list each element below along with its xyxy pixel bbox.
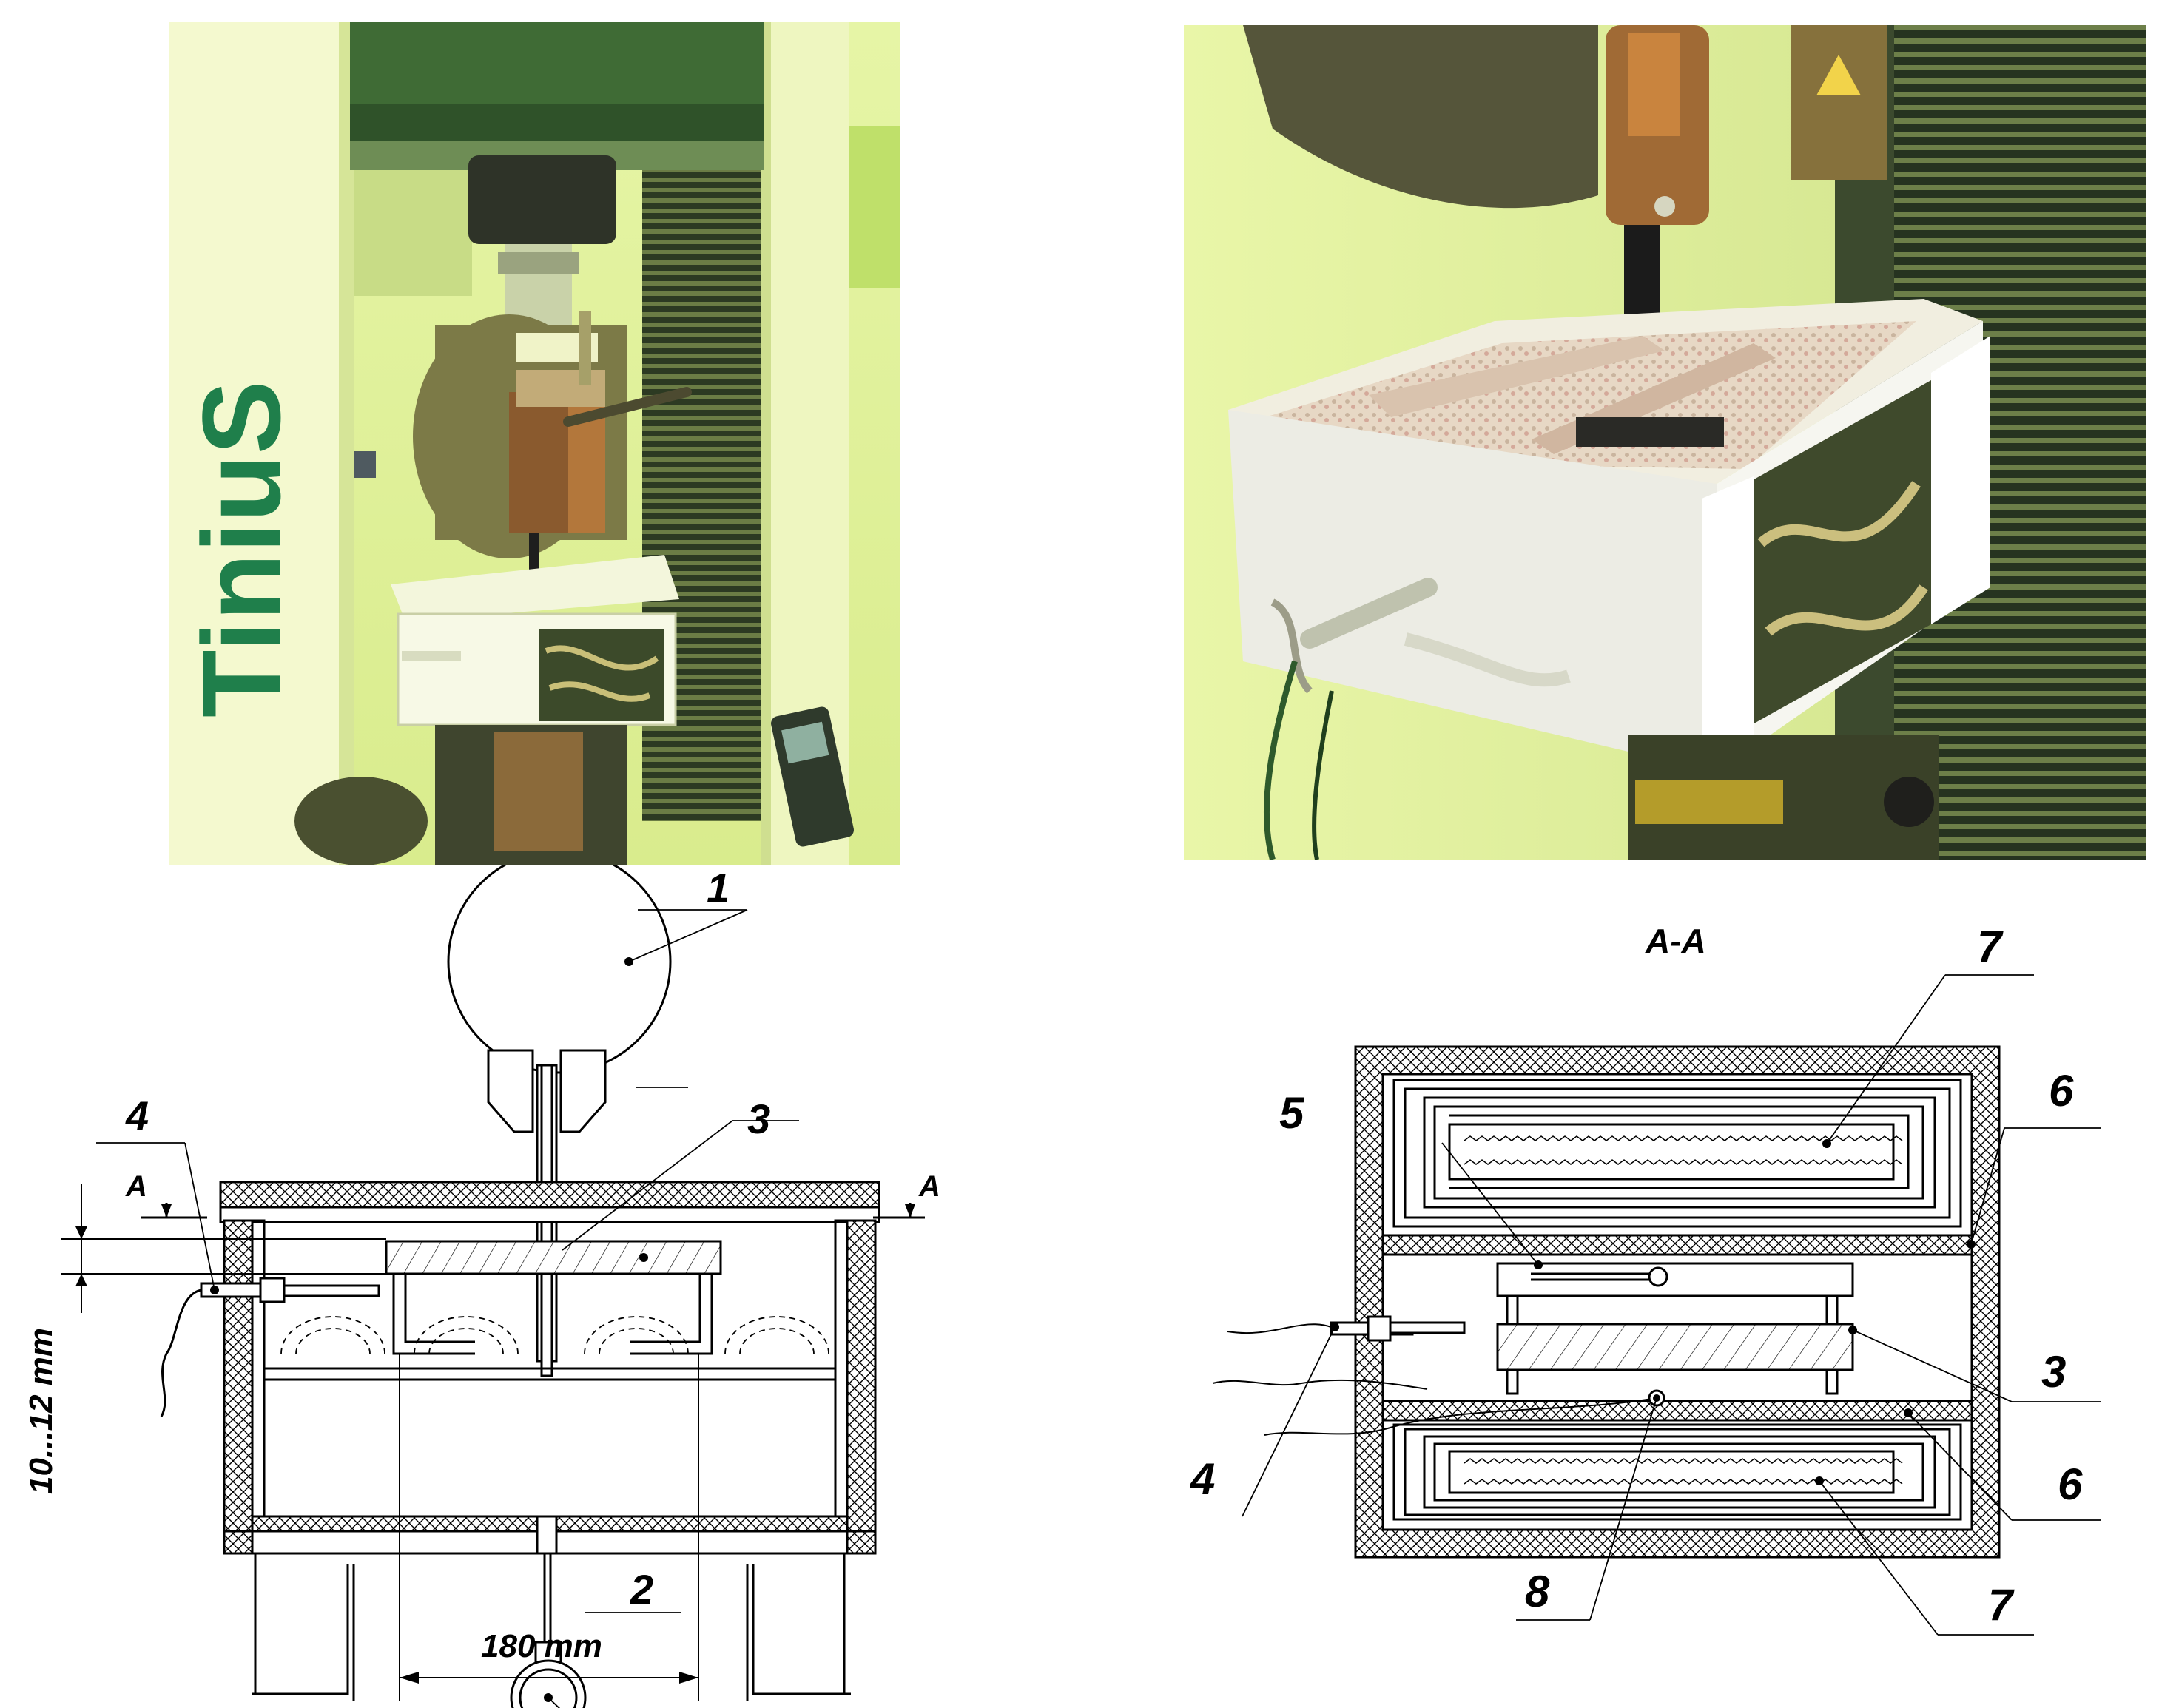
label-6-bottom: 6	[2058, 1459, 2083, 1509]
photo-chamber-closeup-image	[1184, 25, 2146, 860]
photo-test-machine: TiniuS	[169, 22, 900, 865]
dimension-gap: 10...12 mm	[23, 1328, 59, 1494]
label-1: 1	[707, 865, 730, 911]
photo-test-machine-image: TiniuS	[169, 22, 900, 865]
label-3: 3	[747, 1096, 770, 1142]
loading-disc	[447, 865, 672, 1074]
heater-bottom	[1448, 1450, 1895, 1494]
specimen-plate	[385, 1240, 722, 1275]
drawing-side-view: 1 3 4 2 A A 10...12 mm 180 mm	[0, 865, 1080, 1708]
label-8: 8	[1525, 1567, 1550, 1616]
label-5: 5	[1279, 1088, 1305, 1138]
section-mark-right: A	[918, 1170, 940, 1203]
chamber-lid	[219, 1181, 880, 1209]
divider-top	[1381, 1234, 1973, 1256]
divider-bottom	[1381, 1400, 1973, 1422]
drawing-section-aa: A-A 7 6 5 3 6 4 8 7	[1080, 865, 2159, 1708]
label-6-top: 6	[2049, 1066, 2074, 1115]
dimension-width: 180 mm	[481, 1628, 602, 1664]
label-7-bottom: 7	[1988, 1580, 2015, 1630]
label-4: 4	[125, 1093, 149, 1139]
drawing-side-view-svg: 1 3 4 2 A A 10...12 mm 180 mm	[23, 865, 940, 1708]
drawing-section-aa-svg: A-A 7 6 5 3 6 4 8 7	[1190, 922, 2101, 1636]
label-4-section: 4	[1190, 1454, 1215, 1504]
specimen-section	[1496, 1323, 1854, 1371]
label-7-top: 7	[1977, 922, 2004, 971]
photo-chamber-closeup	[1184, 25, 2146, 860]
label-3-section: 3	[2041, 1347, 2066, 1397]
section-title: A-A	[1645, 922, 1706, 960]
section-mark-left: A	[125, 1170, 147, 1203]
label-2: 2	[630, 1566, 653, 1613]
machine-brand-text: TiniuS	[179, 380, 303, 718]
